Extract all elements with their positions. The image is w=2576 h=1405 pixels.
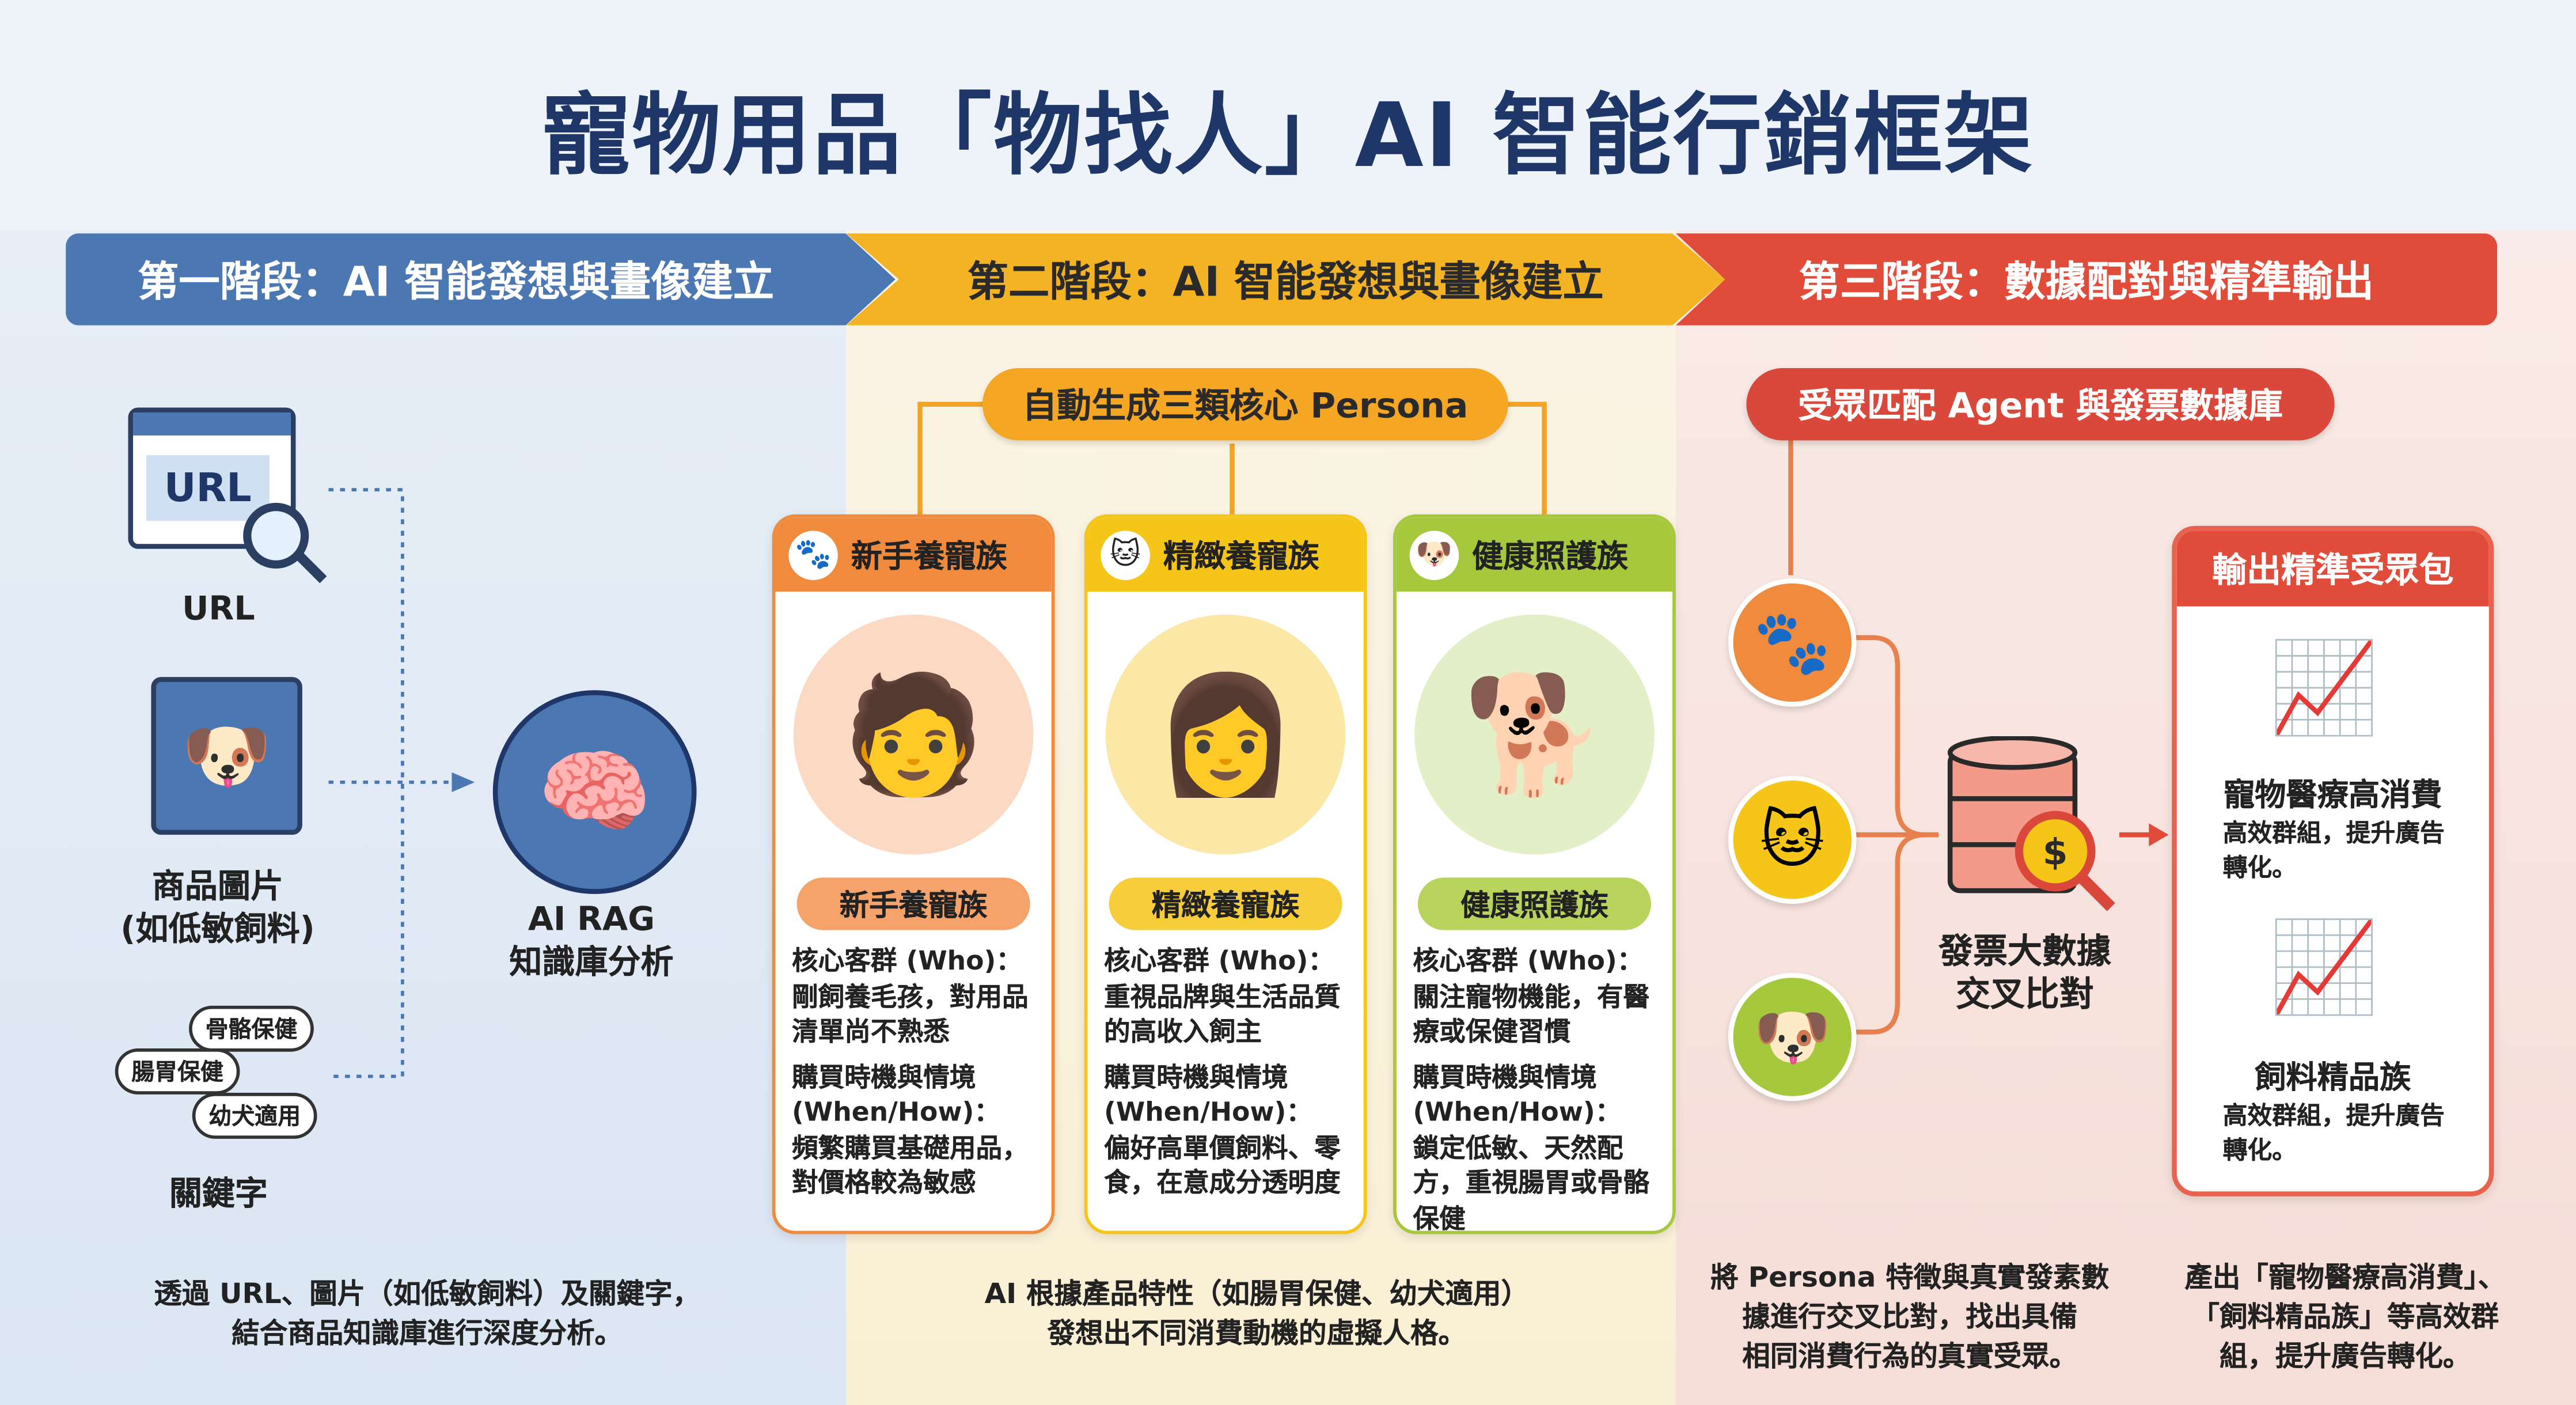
persona-pill: 自動生成三類核心 Persona — [982, 368, 1508, 441]
growth-chart-icon: 📈 — [2268, 635, 2380, 740]
dog-icon: 🐶 — [1409, 529, 1459, 580]
output-audience-box: 輸出精準受眾包 📈 寵物醫療高消費 高效群組，提升廣告轉化。 📈 飼料精品族 高… — [2172, 525, 2494, 1196]
browser-url-icon: URL — [128, 407, 296, 549]
card-who: 核心客群 (Who)： 剛飼養毛孩，對用品清單尚不熟悉 — [792, 945, 1029, 1047]
output-title: 輸出精準受眾包 — [2176, 531, 2489, 607]
output-item-name: 寵物醫療高消費 — [2224, 777, 2442, 814]
ai-rag-label: AI RAG 知識庫分析 — [509, 899, 674, 982]
card-title: 健康照護族 — [1472, 539, 1629, 575]
card-tag: 精緻養寵族 — [1109, 877, 1342, 930]
card-header: 🐱 精緻養寵族 — [1087, 517, 1364, 592]
keyword-label: 關鍵字 — [169, 1173, 268, 1213]
card-tag: 健康照護族 — [1417, 877, 1651, 930]
ai-brain-robot-icon: 🧠 — [492, 690, 697, 894]
keyword-bubble: 腸胃保健 — [115, 1048, 240, 1095]
agent-pill: 受眾匹配 Agent 與發票數據庫 — [1746, 368, 2335, 441]
card-who: 核心客群 (Who)： 關注寵物機能，有醫療或保健習慣 — [1413, 945, 1650, 1047]
page-title: 寵物用品「物找人」AI 智能行銷框架 — [541, 84, 2035, 188]
cat-icon: 🐱 — [1101, 529, 1150, 580]
card-title: 新手養寵族 — [851, 539, 1007, 575]
growth-chart-icon: 📈 — [2268, 915, 2380, 1019]
output-item-desc: 高效群組，提升廣告轉化。 — [2222, 818, 2445, 883]
paw-circle-icon: 🐾 — [1728, 578, 1857, 707]
card-how: 購買時機與情境 (When/How)： 頻繁購買基礎用品，對價格較為敏感 — [792, 1061, 1029, 1198]
woman-with-cat-illustration: 👩 — [1105, 614, 1346, 855]
paw-icon: 🐾 — [788, 529, 838, 580]
pet-food-bag-icon: 🐶 — [151, 677, 302, 835]
stage3-caption-left: 將 Persona 特徵與真實發素數 據進行交叉比對，找出具備 相同消費行為的真… — [1710, 1262, 2110, 1374]
card-header: 🐶 健康照護族 — [1396, 517, 1673, 592]
vet-with-dog-illustration: 🐕 — [1414, 614, 1655, 855]
stage2-banner: 第二階段：AI 智能發想與畫像建立 — [846, 233, 1725, 325]
dotted-connectors — [328, 488, 475, 1078]
card-how: 購買時機與情境 (When/How)： 鎖定低敏、天然配方，重視腸胃或骨骼保健 — [1413, 1061, 1650, 1233]
svg-text:$: $ — [2043, 831, 2068, 873]
persona-card-health: 🐶 健康照護族 🐕 健康照護族 核心客群 (Who)： 關注寵物機能，有醫療或保健… — [1393, 514, 1676, 1234]
card-title: 精緻養寵族 — [1163, 539, 1319, 575]
keyword-bubble: 幼犬適用 — [192, 1093, 317, 1139]
stage2-caption: AI 根據產品特性（如腸胃保健、幼犬適用） 發想出不同消費動機的虛擬人格。 — [984, 1278, 1530, 1351]
card-how: 購買時機與情境 (When/How)： 偏好高單價飼料、零食，在意成分透明度 — [1104, 1061, 1341, 1198]
stage3-caption-right: 產出「寵物醫療高消費」、 「飼料精品族」等高效群 組，提升廣告轉化。 — [2184, 1262, 2506, 1374]
owner-with-puppy-illustration: 🧑 — [793, 614, 1034, 855]
match-connectors — [1788, 427, 2169, 1035]
stage1-caption: 透過 URL、圖片（如低敏飼料）及關鍵字， 結合商品知識庫進行深度分析。 — [154, 1278, 701, 1351]
database-search-icon: $ — [1947, 736, 2115, 911]
dog-circle-icon: 🐶 — [1728, 972, 1857, 1101]
invoice-db-label: 發票大數據 交叉比對 — [1938, 931, 2111, 1014]
output-item-desc: 高效群組，提升廣告轉化。 — [2222, 1101, 2445, 1165]
persona-card-premium: 🐱 精緻養寵族 👩 精緻養寵族 核心客群 (Who)： 重視品牌與生活品質的高收入… — [1084, 514, 1367, 1234]
persona-card-newbie: 🐾 新手養寵族 🧑 新手養寵族 核心客群 (Who)： 剛飼養毛孩，對用品清單尚不… — [772, 514, 1055, 1234]
url-label: URL — [182, 588, 255, 628]
card-who: 核心客群 (Who)： 重視品牌與生活品質的高收入飼主 — [1104, 945, 1341, 1047]
output-item-name: 飼料精品族 — [2255, 1059, 2411, 1096]
product-image-label: 商品圖片 (如低敏飼料) — [120, 866, 315, 949]
card-header: 🐾 新手養寵族 — [775, 517, 1052, 592]
keyword-bubble: 骨骼保健 — [189, 1005, 314, 1052]
stage1-banner: 第一階段：AI 智能發想與畫像建立 — [66, 233, 896, 325]
stage3-banner: 第三階段：數據配對與精準輸出 — [1675, 233, 2498, 325]
card-tag: 新手養寵族 — [796, 877, 1030, 930]
cat-circle-icon: 🐱 — [1728, 775, 1857, 904]
